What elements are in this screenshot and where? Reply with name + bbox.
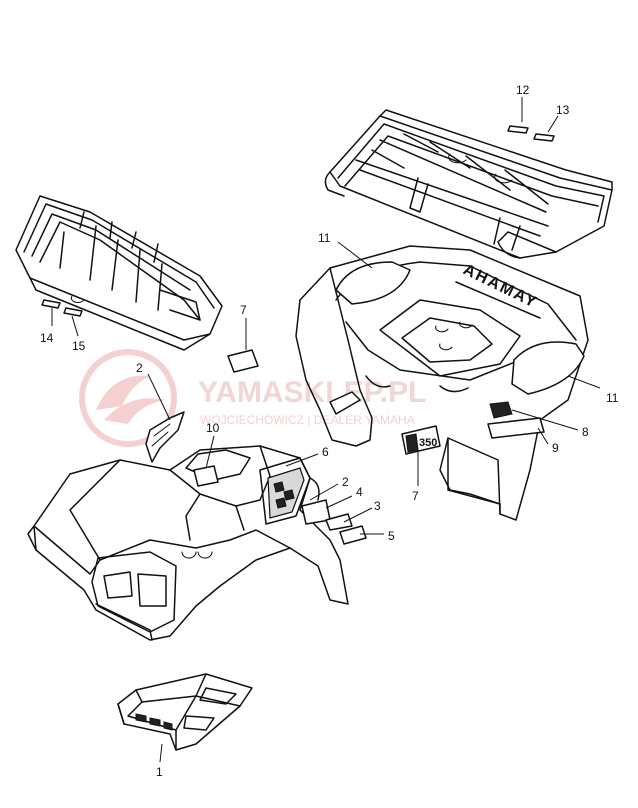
callout-9: 9 — [552, 441, 559, 455]
label-part-2a — [145, 411, 185, 463]
leader-lines — [51, 97, 601, 763]
front-carrier — [15, 195, 223, 351]
label-wedge — [329, 391, 361, 415]
callout-4: 4 — [356, 485, 363, 499]
rear-carrier — [324, 109, 613, 259]
label-part-3 — [325, 513, 353, 531]
watermark-subtitle: WOJCIECHOWICZ | DEALER YAMAHA — [200, 413, 415, 427]
fender-brand-text: YAMAHA — [459, 260, 539, 311]
badge-text: 350 — [419, 437, 437, 449]
label-part-15 — [63, 307, 83, 317]
callout-11-right: 11 — [606, 391, 619, 405]
callout-numbers: 12 13 11 7 14 15 2 11 8 10 9 6 2 7 4 3 5… — [40, 83, 619, 779]
label-part-13 — [533, 133, 555, 142]
label-part-5 — [339, 525, 367, 545]
label-part-10 — [193, 465, 219, 487]
reflector-part-8 — [489, 401, 513, 419]
front-fender — [27, 445, 349, 641]
callout-10: 10 — [206, 421, 220, 435]
callout-3: 3 — [374, 499, 381, 513]
callout-11-top: 11 — [318, 231, 331, 245]
callout-7-bottom: 7 — [412, 489, 419, 503]
callout-6: 6 — [322, 445, 329, 459]
callout-7-top: 7 — [240, 303, 247, 317]
callout-12: 12 — [516, 83, 530, 97]
callout-5: 5 — [388, 529, 395, 543]
label-part-7 — [227, 349, 259, 373]
callout-14: 14 — [40, 331, 54, 345]
callout-1: 1 — [156, 765, 163, 779]
badge-part-7: 350 — [401, 425, 441, 455]
callout-15: 15 — [72, 339, 86, 353]
callout-8: 8 — [582, 425, 589, 439]
callout-2-right: 2 — [342, 475, 349, 489]
watermark-logo-icon — [79, 349, 177, 447]
part-1-assembly — [117, 673, 253, 751]
label-part-9 — [487, 417, 545, 439]
label-part-12 — [507, 125, 529, 134]
callout-13: 13 — [556, 103, 570, 117]
label-part-14 — [41, 299, 61, 309]
callout-2-left: 2 — [136, 361, 143, 375]
